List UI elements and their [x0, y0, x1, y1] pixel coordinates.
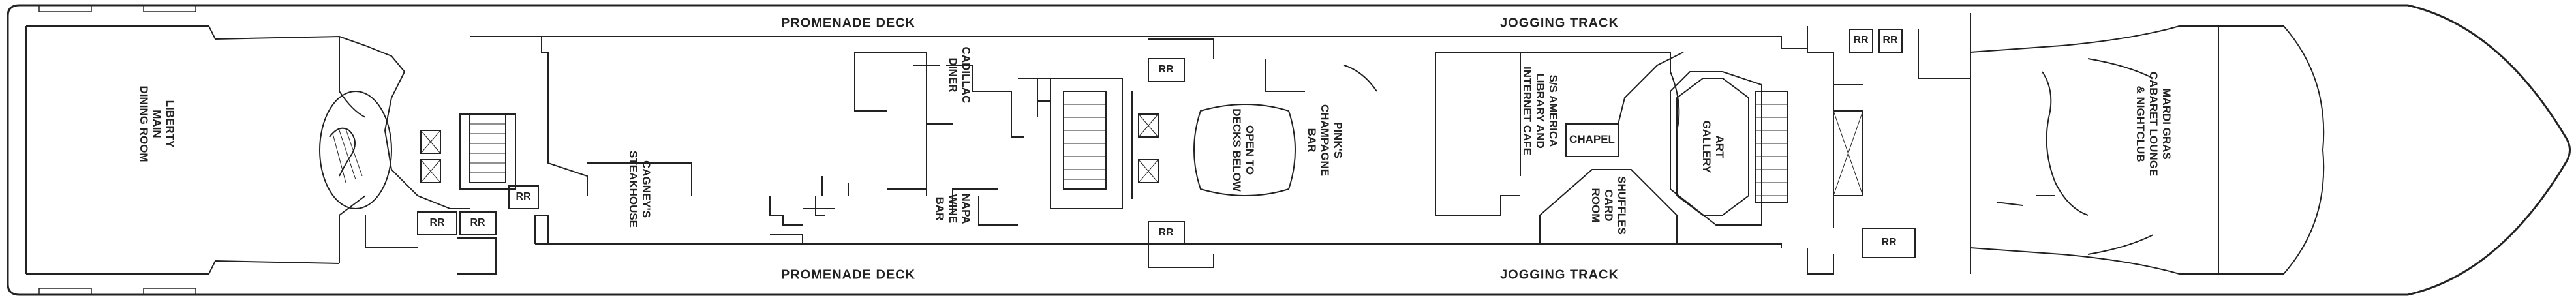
- restroom-label: RR: [1882, 35, 1898, 46]
- restroom-label: RR: [1158, 227, 1174, 238]
- label-shuffles-card-room: SHUFFLES CARD ROOM: [1589, 176, 1628, 235]
- stern-windows: [38, 5, 196, 295]
- label-library-internet-cafe: S/S AMERICA LIBRARY AND INTERNET CAFE: [1521, 67, 1559, 155]
- mid-stair-core: [1037, 78, 1159, 209]
- label-chapel: CHAPEL: [1569, 133, 1615, 145]
- label-jogging-bottom: JOGGING TRACK: [1500, 267, 1619, 282]
- mardi-gras-walls: [1970, 25, 2325, 275]
- label-promenade-top: PROMENADE DECK: [780, 16, 916, 31]
- label-napa-wine-bar: NAPA WINE BAR: [934, 193, 972, 224]
- restroom-label: RR: [1853, 35, 1869, 46]
- restroom-label: RR: [1881, 237, 1897, 248]
- mid-restrooms: [1148, 38, 1214, 268]
- hull-outline: [7, 4, 2571, 296]
- forward-walls: [1807, 13, 1971, 275]
- restroom-label: RR: [429, 217, 445, 228]
- restroom-label: RR: [1158, 64, 1174, 75]
- atrium-opening: [1193, 104, 1296, 196]
- label-pinks-champagne-bar: PINK'S CHAMPAGNE BAR: [1306, 104, 1344, 177]
- liberty-dining-room-walls: [25, 25, 470, 275]
- shuffles-art-walls: [1539, 71, 1788, 244]
- library-walls: [1435, 52, 1684, 216]
- label-cadillac-diner: CADILLAC DINER: [947, 46, 972, 104]
- central-walls: [470, 36, 1038, 244]
- restroom-label: RR: [470, 217, 485, 228]
- label-liberty-dining-room: LIBERTY MAIN DINING ROOM: [138, 85, 176, 162]
- label-cagneys-steakhouse: CAGNEY'S STEAKHOUSE: [627, 150, 652, 228]
- label-art-gallery: ART GALLERY: [1700, 120, 1726, 173]
- label-jogging-top: JOGGING TRACK: [1500, 16, 1619, 31]
- restroom-label: RR: [515, 191, 531, 202]
- label-promenade-bottom: PROMENADE DECK: [780, 267, 916, 282]
- label-open-to-decks-below: OPEN TO DECKS BELOW: [1231, 108, 1256, 192]
- promenade-lines: [470, 36, 1807, 248]
- label-mardi-gras-cabaret: MARDI GRAS CABARET LOUNGE & NIGHTCLUB: [2134, 71, 2173, 177]
- aft-stair-core: [420, 113, 516, 190]
- aft-restrooms: [365, 185, 539, 275]
- pinks-walls: [1265, 59, 1377, 92]
